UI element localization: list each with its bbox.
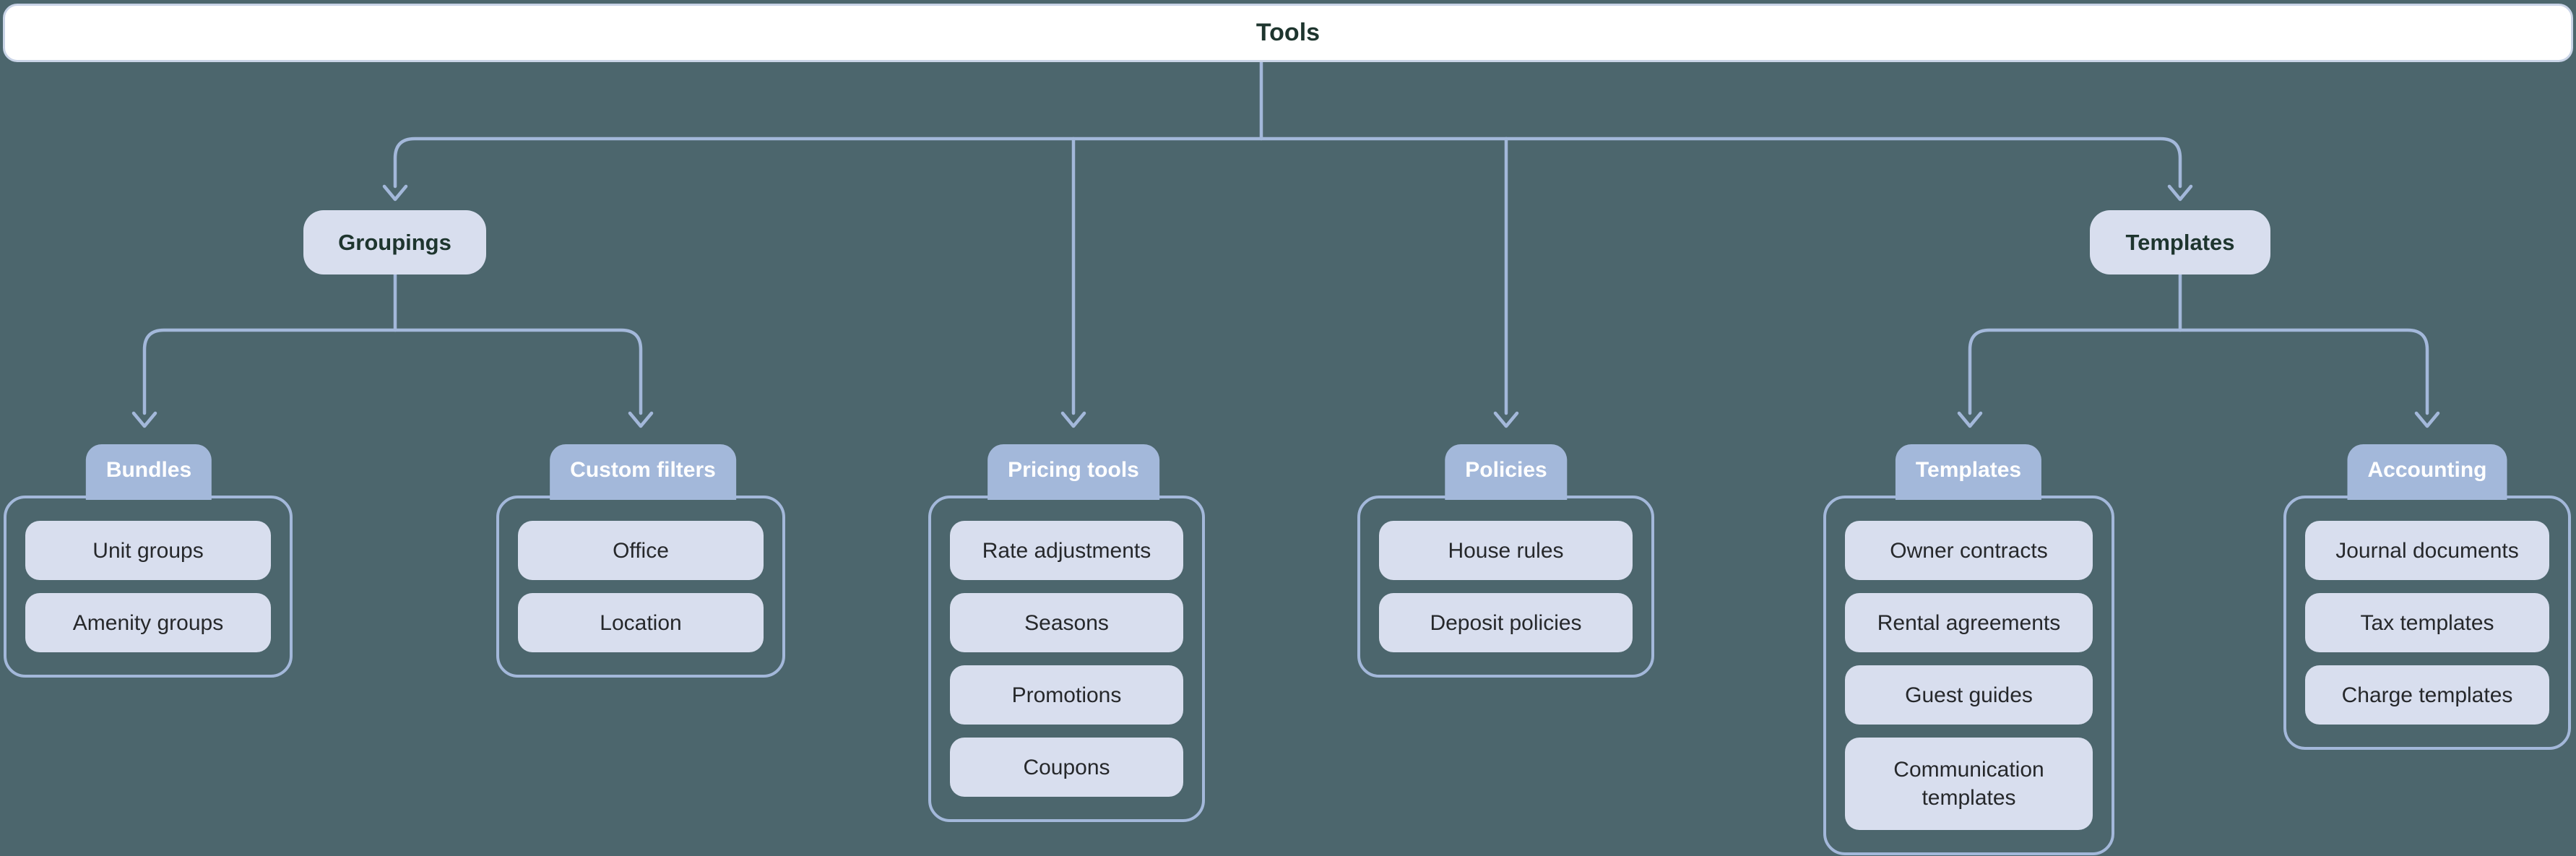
item-coupons: Coupons: [950, 738, 1183, 797]
group-pricing-tools: Rate adjustments Seasons Promotions Coup…: [928, 496, 1205, 822]
connector-templates-branch: [1968, 328, 2429, 415]
group-header-bundles: Bundles: [85, 444, 212, 500]
item-guest-guides: Guest guides: [1845, 665, 2093, 725]
item-seasons: Seasons: [950, 593, 1183, 652]
group-custom-filters: Office Location: [496, 496, 785, 678]
item-promotions: Promotions: [950, 665, 1183, 725]
item-rental-agreements: Rental agreements: [1845, 593, 2093, 652]
group-header-custom-filters: Custom filters: [550, 444, 736, 500]
group-header-label: Accounting: [2367, 457, 2487, 482]
arrowhead-custom-filters-icon: [628, 411, 654, 428]
item-location: Location: [518, 593, 764, 652]
connector-trunk: [393, 137, 2182, 189]
root-node-label: Tools: [1255, 19, 1321, 46]
group-bundles: Unit groups Amenity groups: [4, 496, 293, 678]
item-communication-templates: Communication templates: [1845, 738, 2093, 830]
arrowhead-policies-icon: [1493, 411, 1519, 428]
item-tax-templates: Tax templates: [2305, 593, 2549, 652]
node-groupings: Groupings: [303, 210, 486, 274]
group-header-label: Pricing tools: [1008, 457, 1139, 482]
item-amenity-groups: Amenity groups: [25, 593, 271, 652]
group-header-policies: Policies: [1445, 444, 1568, 500]
node-groupings-label: Groupings: [338, 229, 451, 255]
arrowhead-accounting-icon: [2414, 411, 2440, 428]
item-deposit-policies: Deposit policies: [1379, 593, 1633, 652]
arrowhead-pricing-tools-icon: [1060, 411, 1086, 428]
item-charge-templates: Charge templates: [2305, 665, 2549, 725]
arrowhead-templates-icon: [2167, 184, 2193, 202]
group-header-label: Bundles: [105, 457, 192, 482]
group-header-label: Policies: [1465, 457, 1547, 482]
group-policies: House rules Deposit policies: [1357, 496, 1654, 678]
arrowhead-groupings-icon: [382, 184, 408, 202]
node-templates-label: Templates: [2125, 229, 2235, 255]
item-unit-groups: Unit groups: [25, 521, 271, 580]
group-header-label: Templates: [1915, 457, 2022, 482]
item-owner-contracts: Owner contracts: [1845, 521, 2093, 580]
node-templates: Templates: [2090, 210, 2270, 274]
item-house-rules: House rules: [1379, 521, 1633, 580]
group-header-accounting: Accounting: [2347, 444, 2507, 500]
arrowhead-bundles-icon: [131, 411, 157, 428]
root-node-tools: Tools: [3, 4, 2573, 62]
group-header-templates: Templates: [1895, 444, 2042, 500]
item-office: Office: [518, 521, 764, 580]
group-header-label: Custom filters: [570, 457, 716, 482]
group-accounting: Journal documents Tax templates Charge t…: [2283, 496, 2571, 750]
connector-groupings-branch: [142, 328, 643, 415]
group-templates: Owner contracts Rental agreements Guest …: [1823, 496, 2114, 855]
group-header-pricing-tools: Pricing tools: [987, 444, 1159, 500]
item-journal-documents: Journal documents: [2305, 521, 2549, 580]
arrowhead-templates-group-icon: [1957, 411, 1983, 428]
item-rate-adjustments: Rate adjustments: [950, 521, 1183, 580]
